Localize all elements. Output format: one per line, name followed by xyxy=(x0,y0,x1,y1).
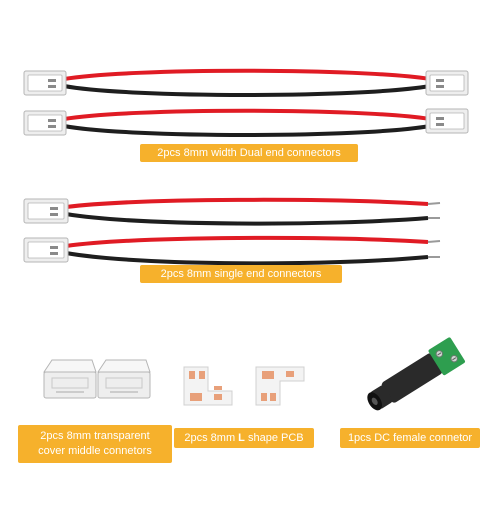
dual-end-cable-2 xyxy=(23,108,469,137)
dual-end-connector-icon xyxy=(425,108,469,134)
single-end-label: 2pcs 8mm single end connectors xyxy=(140,265,342,283)
l-shape-pcb-label-prefix: 2pcs 8mm xyxy=(184,432,239,444)
black-wire xyxy=(63,84,431,97)
middle-connector-label: 2pcs 8mm transparent cover middle connet… xyxy=(18,425,172,463)
single-end-connector-icon xyxy=(23,198,69,224)
dual-end-label: 2pcs 8mm width Dual end connectors xyxy=(140,144,358,162)
red-wire xyxy=(63,108,431,121)
single-end-connector-icon xyxy=(23,237,69,263)
black-wire xyxy=(63,124,431,137)
red-wire xyxy=(63,68,431,81)
l-shape-pcb-icon xyxy=(183,366,233,406)
single-end-cable-1 xyxy=(23,197,441,226)
dual-end-connector-icon xyxy=(23,110,67,136)
dual-end-connector-icon xyxy=(425,70,469,96)
l-shape-pcb-icon xyxy=(255,366,305,406)
middle-connector-label-line2: cover middle connetors xyxy=(38,445,152,457)
single-end-cable-2 xyxy=(23,235,441,266)
stripped-wire-tip xyxy=(427,240,441,243)
l-shape-pcb-label: 2pcs 8mm L shape PCB xyxy=(174,428,314,448)
l-shape-pcb-label-suffix: shape PCB xyxy=(244,432,304,444)
red-wire xyxy=(65,197,429,209)
dual-end-cable-1 xyxy=(23,68,469,97)
red-wire xyxy=(65,235,429,248)
dc-female-label: 1pcs DC female connetor xyxy=(340,428,480,448)
black-wire xyxy=(65,251,429,266)
l-shape-pcb-label-bold: L xyxy=(238,432,245,444)
transparent-clip-icon xyxy=(43,359,97,399)
dc-female-jack-icon xyxy=(367,337,465,411)
transparent-clip-icon xyxy=(97,359,151,399)
middle-connector-label-line1: 2pcs 8mm transparent xyxy=(40,430,150,442)
dual-end-connector-icon xyxy=(23,70,67,96)
stripped-wire-tip xyxy=(427,202,441,205)
black-wire xyxy=(65,212,429,226)
